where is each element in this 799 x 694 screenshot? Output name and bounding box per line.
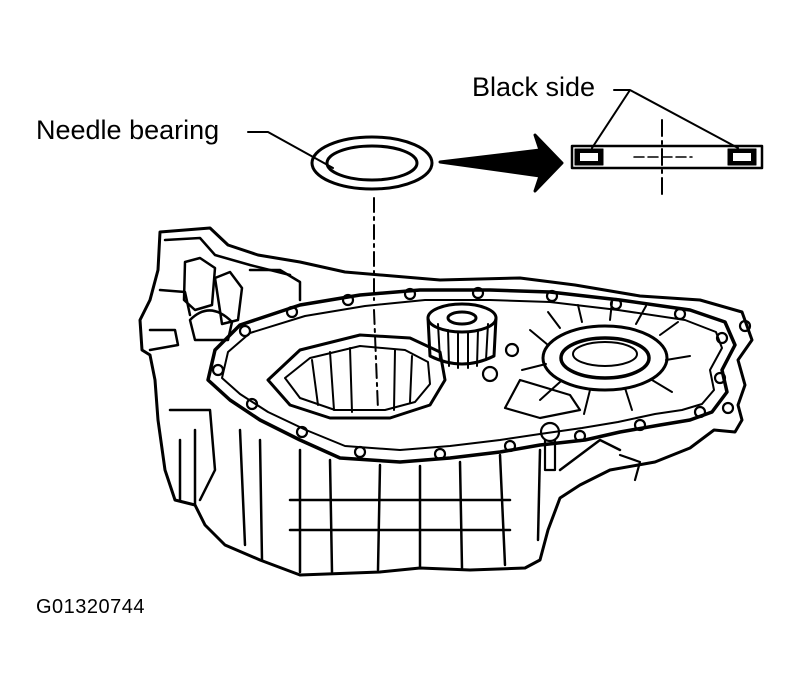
- figure-code: G01320744: [36, 596, 146, 618]
- differential-bore: [521, 301, 691, 415]
- gear-icon: [426, 302, 498, 369]
- bearing-centerline: [373, 197, 379, 411]
- black-side-leader: [591, 89, 739, 149]
- arrow-icon: [438, 133, 564, 193]
- black-side-label: Black side: [472, 72, 596, 102]
- needle-bearing-label: Needle bearing: [36, 115, 220, 145]
- transaxle-case: [138, 226, 754, 577]
- bearing-cross-section: [570, 119, 764, 195]
- needle-bearing-leader: [247, 131, 334, 169]
- needle-bearing: [310, 135, 434, 191]
